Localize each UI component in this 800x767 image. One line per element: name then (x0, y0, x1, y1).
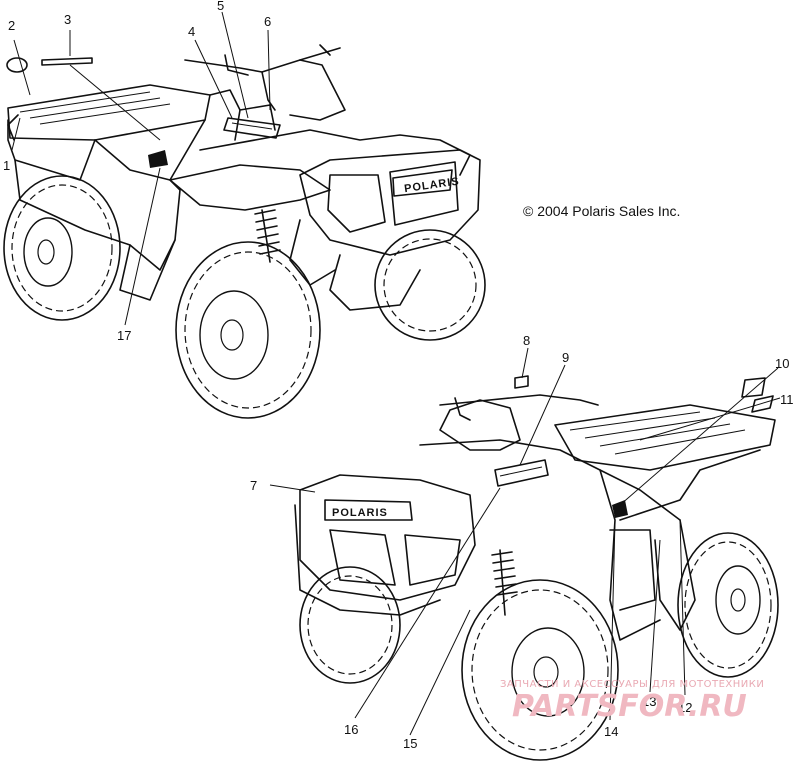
callout-numbers: 1 2 3 4 5 6 7 8 9 10 11 12 13 14 15 16 1… (3, 0, 794, 751)
brand-badge-bottom: POLARIS (332, 507, 388, 519)
watermark: ЗАПЧАСТИ И АКСЕССУАРЫ ДЛЯ МОТОТЕХНИКИ PA… (500, 679, 764, 724)
callout-9: 9 (562, 350, 569, 365)
wheel-front-near (461, 579, 619, 761)
callout-8: 8 (523, 333, 530, 348)
decal-strip-3 (41, 57, 93, 66)
callout-12: 12 (678, 700, 692, 715)
callout-2: 2 (8, 18, 15, 33)
callout-3: 3 (64, 12, 71, 27)
leader-lines (11, 11, 781, 736)
atv-bottom-right: POLARIS (294, 375, 779, 761)
decal-10 (741, 377, 766, 398)
callout-1: 1 (3, 158, 10, 173)
callout-15: 15 (403, 736, 417, 751)
wheel-front-left (175, 241, 321, 419)
callout-6: 6 (264, 14, 271, 29)
callout-7: 7 (250, 478, 257, 493)
decal-11 (751, 395, 774, 413)
callout-14: 14 (604, 724, 618, 739)
watermark-tagline: ЗАПЧАСТИ И АКСЕССУАРЫ ДЛЯ МОТОТЕХНИКИ (500, 679, 764, 690)
callout-13: 13 (642, 694, 656, 709)
wheel-rear-right (677, 532, 779, 678)
callout-16: 16 (344, 722, 358, 737)
atv-top-left: POLARIS (3, 44, 486, 419)
callout-11: 11 (780, 392, 794, 407)
copyright-notice: © 2004 Polaris Sales Inc. (523, 203, 680, 219)
callout-10: 10 (775, 356, 789, 371)
callout-4: 4 (188, 24, 195, 39)
callout-5: 5 (217, 0, 224, 13)
wheel-rear-left (3, 175, 121, 321)
decal-8 (514, 375, 529, 389)
wheel-front-right (374, 229, 486, 341)
watermark-site: PARTSFOR.RU (512, 689, 747, 724)
decal-round-2 (6, 57, 28, 73)
callout-17: 17 (117, 328, 131, 343)
